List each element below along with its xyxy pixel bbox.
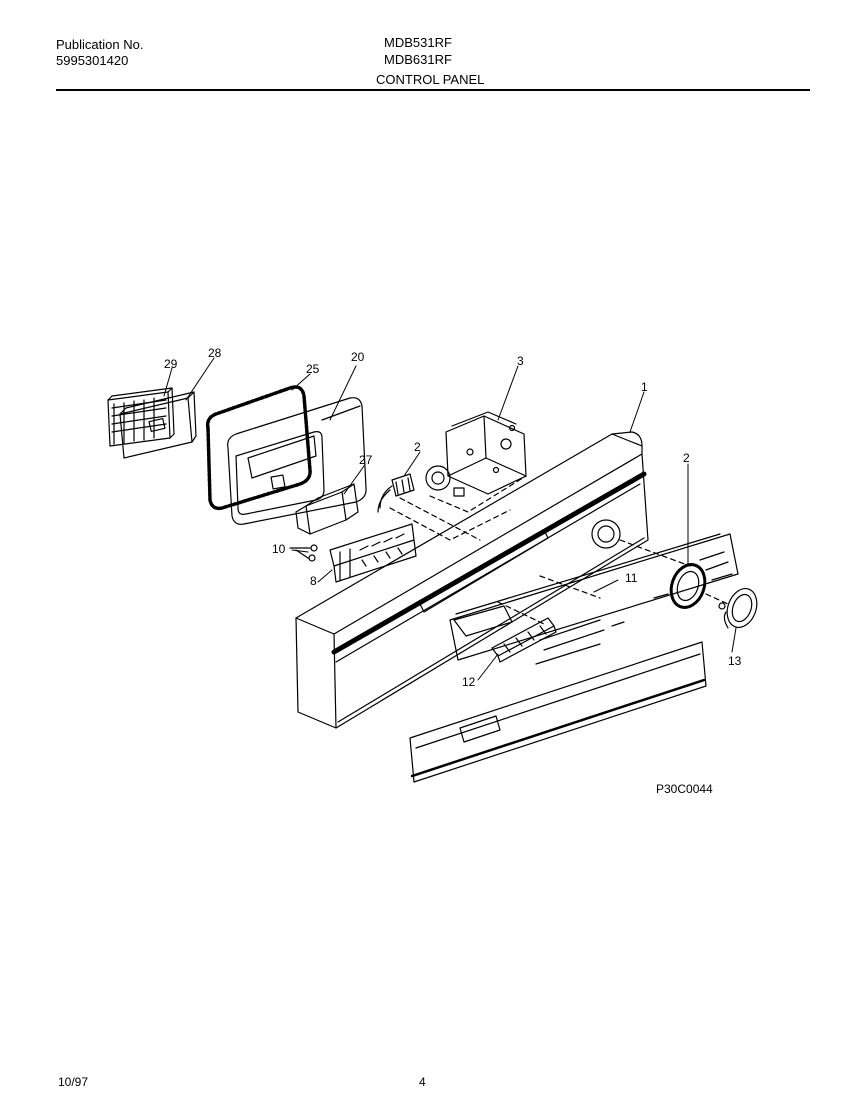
part-28-insulator <box>119 391 197 459</box>
part-2-control-ring <box>669 563 707 609</box>
callout-1: 1 <box>641 380 648 394</box>
part-25-gasket <box>205 385 312 511</box>
model-number-2: MDB631RF <box>384 52 452 67</box>
part-3-timer <box>425 411 527 497</box>
part-27-relay <box>295 483 359 535</box>
front-panel-overlay <box>449 533 739 665</box>
part-13-knob <box>718 588 758 629</box>
header-rule <box>56 89 810 91</box>
callout-2: 2 <box>683 451 690 465</box>
callout-25: 25 <box>306 362 320 376</box>
callout-12: 12 <box>462 675 476 689</box>
callout-27: 27 <box>359 453 373 467</box>
drawing-code: P30C0044 <box>656 782 713 796</box>
callout-8: 8 <box>310 574 317 588</box>
assembly-dashed-lines <box>389 475 729 625</box>
footer-page-number: 4 <box>419 1075 426 1089</box>
model-number-1: MDB531RF <box>384 35 452 50</box>
publication-number: 5995301420 <box>56 53 129 68</box>
section-title: CONTROL PANEL <box>376 72 485 87</box>
part-10-screws <box>289 544 318 562</box>
callout-10: 10 <box>272 542 286 556</box>
callout-3: 3 <box>517 354 524 368</box>
bottom-trim-strip <box>409 641 707 783</box>
part-1-console <box>295 431 649 729</box>
callout-leaders <box>163 357 737 681</box>
part-12-buttons <box>491 617 557 663</box>
callout-11: 11 <box>625 571 638 585</box>
part-20-display-housing <box>227 397 367 525</box>
footer-date: 10/97 <box>58 1075 89 1089</box>
part-29-terminal-block <box>107 387 175 447</box>
callout-20: 20 <box>351 350 365 364</box>
callout-13: 13 <box>728 654 742 668</box>
callout-6: 2 <box>414 440 421 454</box>
part-6-connector <box>377 473 415 513</box>
publication-label: Publication No. <box>56 37 144 52</box>
part-8-switch-bracket <box>329 523 417 583</box>
callout-29: 29 <box>164 357 178 371</box>
callout-28: 28 <box>208 346 222 360</box>
